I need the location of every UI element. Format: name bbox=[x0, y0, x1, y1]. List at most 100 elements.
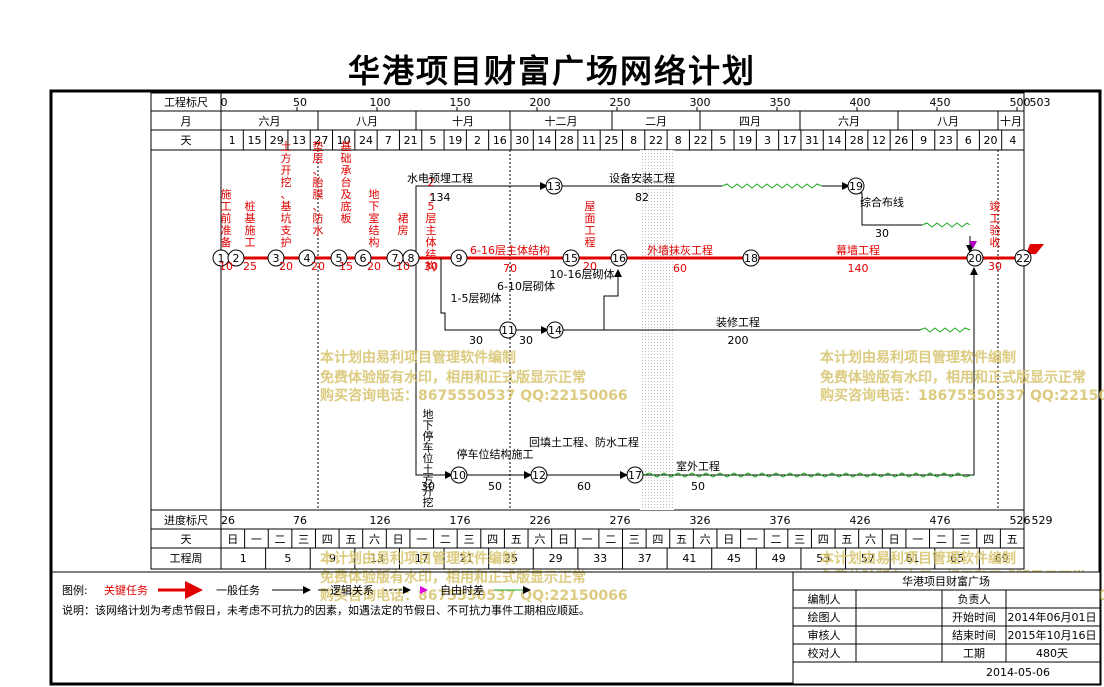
progress-tick: 529 bbox=[1032, 514, 1053, 527]
critical-task-name: 房 bbox=[398, 224, 409, 237]
critical-task-name: 础 bbox=[341, 152, 352, 165]
node-label: 5 bbox=[336, 252, 343, 265]
critical-task-name: 坑 bbox=[281, 211, 292, 225]
progress-tick: 126 bbox=[370, 514, 391, 527]
critical-task-duration: 20 bbox=[367, 260, 381, 273]
day-cell: 3 bbox=[764, 134, 771, 147]
progress-tick: 526 bbox=[1010, 514, 1031, 527]
critical-task-name: 承 bbox=[341, 164, 352, 177]
critical-task-name: 方 bbox=[281, 151, 292, 165]
node-circle bbox=[267, 249, 285, 267]
node-circle bbox=[610, 249, 628, 267]
node-circle bbox=[545, 177, 563, 195]
critical-task-name: 支 bbox=[281, 224, 292, 237]
normal-task-duration: 30 bbox=[469, 334, 483, 347]
weekday-cell: 五 bbox=[345, 533, 356, 546]
watermark-line-10: 本计划由易利项目管理软件编制 bbox=[820, 550, 1016, 567]
day-cell: 19 bbox=[738, 134, 752, 147]
critical-task-name: 防 bbox=[313, 211, 324, 225]
critical-task-name: 板 bbox=[341, 211, 352, 225]
day-cell: 26 bbox=[894, 134, 908, 147]
scale-tick: 150 bbox=[450, 96, 471, 109]
free-float-lines bbox=[642, 183, 973, 478]
info-editor-label: 编制人 bbox=[808, 592, 841, 606]
scale-tick: 400 bbox=[850, 96, 871, 109]
month-cell: 六月 bbox=[259, 115, 281, 128]
critical-task-name: 6-16层主体结构 bbox=[470, 243, 550, 257]
day-cell: 25 bbox=[604, 134, 618, 147]
weekday-cell: 二 bbox=[605, 533, 616, 546]
normal-task-duration: 30 bbox=[421, 480, 435, 493]
day-cell: 30 bbox=[515, 134, 529, 147]
critical-task-name: 幕墙工程 bbox=[836, 243, 880, 257]
month-cell: 八月 bbox=[356, 115, 378, 128]
weekday-cell: 日 bbox=[723, 533, 734, 546]
weekday-cell: 三 bbox=[959, 533, 970, 546]
critical-task-name: 前 bbox=[221, 211, 232, 225]
day-cell: 5 bbox=[429, 134, 436, 147]
critical-task-name: 准 bbox=[221, 224, 232, 237]
progress-tick: 376 bbox=[770, 514, 791, 527]
day-cell: 4 bbox=[1009, 134, 1016, 147]
weekday-cell: 日 bbox=[889, 533, 900, 546]
watermark-line-5: 免费体验版有水印，相用和正式版显示正常 bbox=[820, 369, 1086, 386]
critical-task-name: - bbox=[429, 188, 433, 201]
critical-task-name: 工 bbox=[990, 212, 1001, 225]
week-cell: 17 bbox=[415, 552, 429, 565]
progress-tick: 226 bbox=[530, 514, 551, 527]
normal-task-name: 装修工程 bbox=[716, 315, 760, 329]
watermark-line-7: 本计划由易利项目管理软件编制 bbox=[320, 550, 516, 567]
normal-task-name: 土 bbox=[423, 463, 434, 476]
critical-task-name: 工 bbox=[245, 236, 256, 249]
weekday-cell: 五 bbox=[841, 533, 852, 546]
weekday-cell: 一 bbox=[251, 533, 262, 546]
normal-task-name: 综合布线 bbox=[860, 195, 904, 209]
critical-task-name: 构 bbox=[369, 235, 380, 249]
week-cell: 9 bbox=[329, 552, 336, 565]
day-cell: 15 bbox=[247, 134, 261, 147]
scale-tick: 200 bbox=[530, 96, 551, 109]
info-owner-label: 负责人 bbox=[958, 592, 991, 606]
week-cell: 37 bbox=[638, 552, 652, 565]
progress-tick: 276 bbox=[610, 514, 631, 527]
week-label: 工程周 bbox=[170, 552, 203, 565]
critical-task-name: 层 bbox=[313, 152, 324, 165]
legend-normal-label: 一般任务 bbox=[216, 584, 260, 597]
info-box: 华港项目财富广场 编制人 负责人 绘图人 开始时间 2014年06月01日 审核… bbox=[792, 571, 1101, 685]
week-cell: 29 bbox=[549, 552, 563, 565]
weekday-cell: 日 bbox=[227, 533, 238, 546]
node-label: 6 bbox=[360, 252, 367, 265]
day-cell: 14 bbox=[827, 134, 841, 147]
node-circle bbox=[742, 249, 760, 267]
day-cell: 28 bbox=[850, 134, 864, 147]
day-cell: 7 bbox=[385, 134, 392, 147]
weekday-cell: 二 bbox=[275, 533, 286, 546]
normal-task-name: 水电预埋工程 bbox=[407, 172, 473, 185]
watermark-line-3: 购买咨询电话：8675550537 QQ:22150066 bbox=[320, 387, 628, 404]
day-cell: 1 bbox=[229, 134, 236, 147]
critical-task-name: 底 bbox=[341, 199, 352, 213]
watermark-line-4: 本计划由易利项目管理软件编制 bbox=[820, 349, 1016, 366]
node-label: 8 bbox=[408, 252, 415, 265]
milestone-marker bbox=[969, 241, 977, 249]
node-label: 13 bbox=[547, 180, 561, 193]
node-circle bbox=[298, 249, 316, 267]
normal-task-duration: 200 bbox=[728, 334, 749, 347]
node-label: 4 bbox=[304, 252, 311, 265]
day-cell: 10 bbox=[337, 134, 351, 147]
critical-task-name: 护 bbox=[281, 235, 292, 249]
node-circle bbox=[227, 249, 245, 267]
info-checker-label: 校对人 bbox=[808, 646, 841, 660]
normal-task-name: 位 bbox=[423, 451, 434, 465]
node-circle bbox=[966, 249, 984, 267]
critical-task-name: 基 bbox=[281, 200, 292, 213]
scale-tick: 350 bbox=[770, 96, 791, 109]
node-label: 18 bbox=[744, 252, 758, 265]
critical-task-duration: 20 bbox=[311, 260, 325, 273]
critical-task-name: 开 bbox=[281, 164, 292, 177]
normal-task-name: 室外工程 bbox=[676, 459, 720, 473]
month-cell: 十月 bbox=[452, 114, 474, 128]
